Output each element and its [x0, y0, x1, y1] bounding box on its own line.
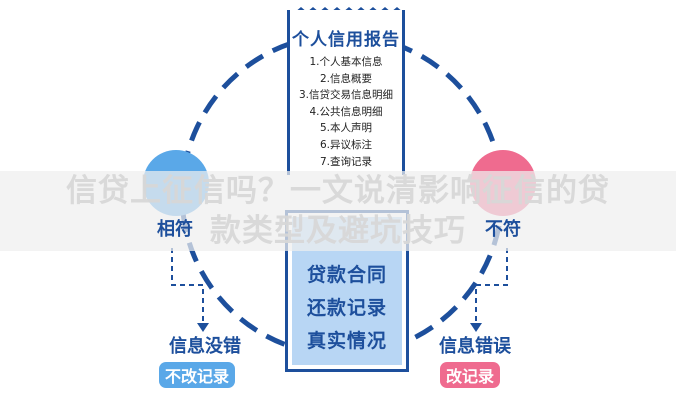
right-arrow-head [470, 323, 482, 332]
report-item: 7.查询记录 [319, 155, 373, 168]
headline-overlay: 信贷上征信吗？一文说清影响征信的贷 款类型及避坑技巧 [0, 171, 676, 251]
report-item: 2.信息概要 [319, 72, 373, 85]
left-result: 信息没错 [169, 336, 241, 357]
report-item: 1.个人基本信息 [309, 56, 383, 68]
left-action-badge: 不改记录 [159, 362, 236, 388]
left-dashed-arrow [171, 248, 204, 325]
headline-line-2: 款类型及避坑技巧 [210, 213, 466, 249]
record-line: 还款记录 [306, 297, 387, 319]
report-item: 5.本人声明 [319, 122, 373, 135]
right-result: 信息错误 [439, 336, 511, 357]
report-item: 4.公共信息明细 [309, 105, 383, 118]
report-item: 6.异议标注 [319, 138, 373, 151]
headline-line-1: 信贷上征信吗？一文说清影响征信的贷 [66, 173, 610, 209]
right-dashed-arrow [475, 248, 508, 325]
record-line: 贷款合同 [306, 264, 387, 286]
record-line: 真实情况 [306, 330, 387, 352]
report-item-list: 1.个人基本信息 2.信息概要 3.信贷交易信息明细 4.公共信息明细 5.本人… [290, 54, 402, 170]
right-action-badge: 改记录 [440, 362, 501, 388]
match-label: 相符 [157, 219, 193, 240]
mismatch-label: 不符 [485, 219, 521, 240]
left-arrow-head [197, 323, 209, 332]
report-item: 3.信贷交易信息明细 [298, 89, 394, 102]
report-title: 个人信用报告 [292, 30, 400, 50]
credit-report-card: 个人信用报告 1.个人基本信息 2.信息概要 3.信贷交易信息明细 4.公共信息… [287, 10, 405, 175]
report-wavy-top [294, 7, 404, 16]
